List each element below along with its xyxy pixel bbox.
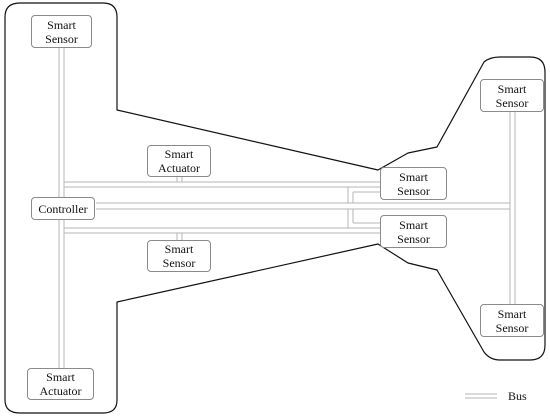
node-label-line1: Smart — [399, 169, 428, 184]
housing-outline — [4, 2, 546, 414]
smart-sensor-right-bottom[interactable]: Smart Sensor — [480, 304, 544, 337]
smart-sensor-right-top[interactable]: Smart Sensor — [480, 79, 544, 112]
node-label-line1: Smart — [46, 370, 75, 384]
node-label-line1: Smart — [497, 306, 527, 321]
node-label-line2: Sensor — [397, 183, 430, 198]
node-label-line1: Smart — [47, 17, 76, 32]
node-label-line2: Sensor — [397, 231, 430, 246]
legend-bus-label: Bus — [508, 389, 527, 403]
node-label-line1: Smart — [399, 217, 428, 232]
node-label-line2: Sensor — [162, 256, 196, 270]
node-label-line2: Actuator — [158, 161, 200, 175]
smart-actuator-left-bottom[interactable]: Smart Actuator — [27, 368, 94, 400]
controller-box[interactable]: Controller — [31, 197, 95, 220]
node-label: Controller — [38, 201, 88, 216]
node-label-line2: Sensor — [45, 31, 78, 46]
smart-sensor-center-mid[interactable]: Smart Sensor — [147, 240, 211, 272]
smart-actuator-center[interactable]: Smart Actuator — [147, 145, 211, 177]
node-label-line2: Sensor — [495, 95, 529, 110]
node-label-line1: Smart — [497, 81, 527, 96]
node-label-line1: Smart — [164, 147, 194, 161]
smart-sensor-center-upper[interactable]: Smart Sensor — [380, 167, 447, 200]
node-label-line1: Smart — [164, 242, 194, 256]
node-label-line2: Actuator — [39, 384, 82, 398]
node-label-line2: Sensor — [495, 320, 529, 335]
smart-sensor-left-top[interactable]: Smart Sensor — [31, 15, 92, 48]
bus-lines — [58, 48, 516, 399]
smart-sensor-center-lower[interactable]: Smart Sensor — [380, 215, 447, 248]
